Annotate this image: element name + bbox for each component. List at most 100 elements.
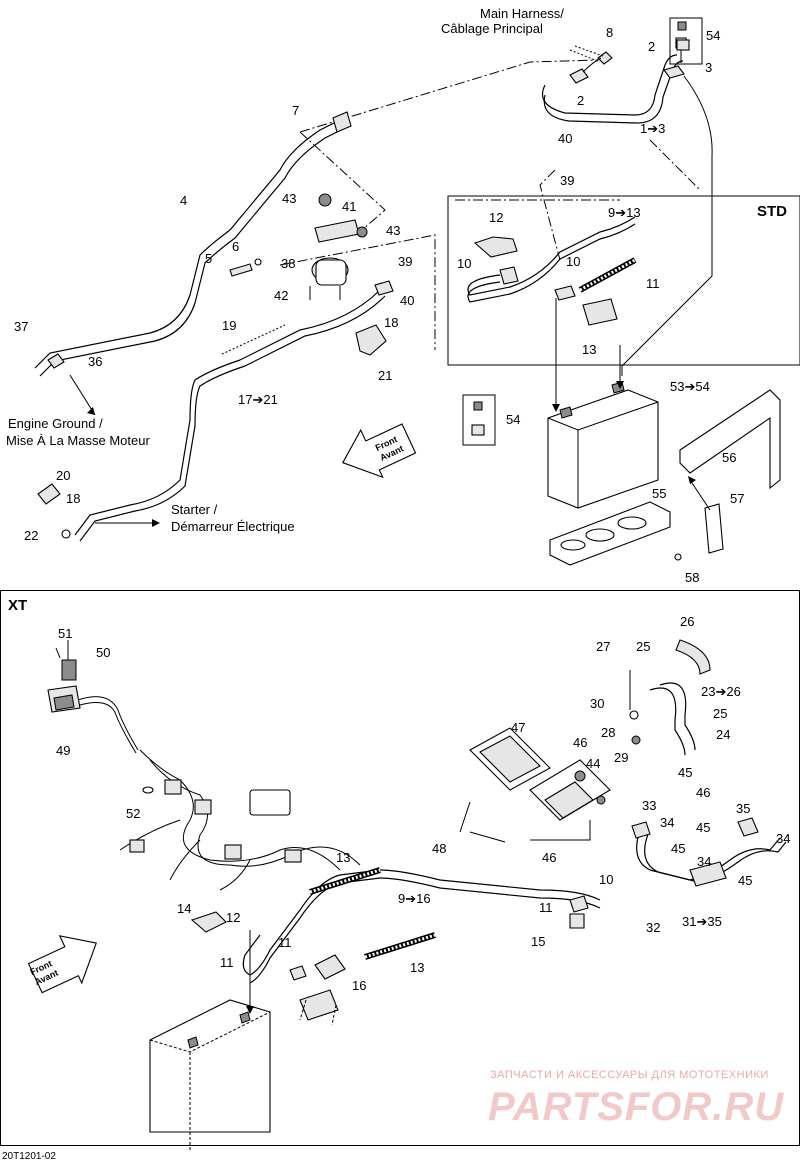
callout-parts-top-7: 40 bbox=[558, 131, 572, 146]
main-harness-label-en: Main Harness/ bbox=[480, 6, 564, 21]
callout-parts-top-25: 18 bbox=[384, 315, 398, 330]
callout-parts-top-16: 5 bbox=[205, 251, 212, 266]
callout-parts-xt-27: 13 bbox=[336, 850, 350, 865]
callout-parts-top-1: 2 bbox=[577, 93, 584, 108]
callout-parts-top-32: 54 bbox=[506, 412, 520, 427]
callout-parts-top-5: 1➔3 bbox=[640, 121, 665, 136]
callout-parts-top-14: 9➔13 bbox=[608, 205, 641, 220]
callout-parts-top-13: 12 bbox=[489, 210, 503, 225]
callout-parts-top-38: 22 bbox=[24, 528, 38, 543]
callout-parts-xt-15: 45 bbox=[678, 765, 692, 780]
callout-parts-xt-22: 45 bbox=[696, 820, 710, 835]
cable-4 bbox=[34, 119, 341, 369]
callout-parts-xt-10: 24 bbox=[716, 727, 730, 742]
callout-parts-xt-24: 48 bbox=[432, 841, 446, 856]
callout-parts-top-27: 37 bbox=[14, 319, 28, 334]
solenoid-bracket bbox=[314, 219, 360, 243]
std-callouts: Main Harness/ Câblage Principal 8 2 54 3… bbox=[6, 6, 744, 585]
callout-parts-top-6: 7 bbox=[292, 103, 299, 118]
boot-13 bbox=[582, 298, 618, 326]
callout-parts-top-11: 41 bbox=[342, 199, 356, 214]
callout-parts-xt-33: 11 bbox=[539, 900, 553, 915]
boot-15 bbox=[569, 913, 585, 929]
callout-parts-top-28: 36 bbox=[88, 354, 102, 369]
watermark: ЗАПЧАСТИ И АКСЕССУАРЫ ДЛЯ МОТОТЕХНИКИ PA… bbox=[488, 1069, 783, 1129]
engine-ground-label-fr: Mise À La Masse Moteur bbox=[6, 433, 150, 448]
callout-parts-top-3: 3 bbox=[705, 60, 712, 75]
drawing-code: 20T1201-02 bbox=[2, 1151, 56, 1162]
callout-parts-xt-19: 33 bbox=[642, 798, 656, 813]
relay-assembly bbox=[469, 727, 611, 841]
spring-11 bbox=[578, 257, 637, 293]
xt-section: XT bbox=[0, 590, 800, 1152]
watermark-line-1: ЗАПЧАСТИ И АКСЕССУАРЫ ДЛЯ МОТОТЕХНИКИ bbox=[490, 1069, 769, 1081]
callout-parts-top-36: 57 bbox=[730, 491, 744, 506]
callout-parts-xt-17: 46 bbox=[696, 785, 710, 800]
battery-std bbox=[547, 381, 659, 509]
callout-parts-xt-6: 23➔26 bbox=[701, 684, 741, 699]
main-harness-label-fr: Câblage Principal bbox=[441, 21, 543, 36]
callout-parts-top-17: 38 bbox=[281, 256, 295, 271]
callout-parts-xt-36: 31➔35 bbox=[682, 914, 722, 929]
callout-parts-top-26: 13 bbox=[582, 342, 596, 357]
callout-parts-top-21: 11 bbox=[646, 276, 660, 291]
boot-16 bbox=[314, 954, 346, 980]
std-section-label: STD bbox=[757, 203, 787, 220]
callout-parts-top-23: 40 bbox=[400, 293, 414, 308]
front-arrow-top: Front Avant bbox=[342, 423, 417, 479]
spring-19 bbox=[219, 323, 286, 357]
callout-parts-top-30: 17➔21 bbox=[238, 392, 278, 407]
callout-parts-xt-23: 34 bbox=[697, 854, 711, 869]
engine-ground-label-en: Engine Ground / bbox=[8, 416, 103, 431]
callout-parts-xt-39: 13 bbox=[410, 960, 424, 975]
callout-parts-xt-8: 25 bbox=[713, 706, 727, 721]
wiring-harness-xt bbox=[119, 749, 361, 891]
callout-parts-xt-0: 51 bbox=[58, 626, 72, 641]
callout-parts-top-34: 20 bbox=[56, 468, 70, 483]
starter-label-fr: Démarreur Électrique bbox=[171, 519, 295, 534]
callout-parts-xt-12: 47 bbox=[511, 720, 525, 735]
std-section: STD bbox=[34, 17, 800, 566]
callout-parts-xt-35: 32 bbox=[646, 920, 660, 935]
callout-parts-top-35: 18 bbox=[66, 491, 80, 506]
callout-parts-xt-29: 10 bbox=[599, 872, 613, 887]
callout-parts-xt-13: 46 bbox=[573, 735, 587, 750]
callout-parts-top-15: 6 bbox=[232, 239, 239, 254]
spring-13a bbox=[309, 867, 381, 895]
callout-parts-top-8: 39 bbox=[560, 173, 574, 188]
boot-12 bbox=[473, 236, 518, 258]
callout-parts-xt-30: 45 bbox=[738, 873, 752, 888]
callout-parts-xt-7: 30 bbox=[590, 696, 604, 711]
callout-parts-top-24: 19 bbox=[222, 318, 236, 333]
callout-parts-top-37: 55 bbox=[652, 486, 666, 501]
bracket-57 bbox=[704, 503, 724, 554]
boot-26 bbox=[675, 639, 711, 675]
callout-parts-top-10: 43 bbox=[282, 191, 296, 206]
callout-parts-xt-4: 27 bbox=[596, 639, 610, 654]
boot-14 bbox=[190, 911, 227, 933]
callout-parts-xt-20: 34 bbox=[660, 815, 674, 830]
callout-parts-xt-28: 9➔16 bbox=[398, 891, 431, 906]
harness-ref-line bbox=[299, 59, 599, 133]
callout-parts-xt-18: 35 bbox=[736, 801, 750, 816]
cable-17-21 bbox=[74, 289, 381, 536]
callout-parts-xt-1: 50 bbox=[96, 645, 110, 660]
callout-parts-xt-21: 34 bbox=[776, 831, 790, 846]
callout-parts-xt-37: 11 bbox=[220, 955, 234, 970]
callout-parts-xt-26: 45 bbox=[671, 841, 685, 856]
callout-parts-xt-34: 15 bbox=[531, 934, 545, 949]
callout-parts-xt-2: 49 bbox=[56, 743, 70, 758]
callout-parts-top-33: 56 bbox=[722, 450, 736, 465]
callout-parts-xt-14: 44 bbox=[586, 756, 600, 771]
callout-parts-top-29: 21 bbox=[378, 368, 392, 383]
callout-parts-xt-40: 16 bbox=[352, 978, 366, 993]
callout-parts-xt-3: 26 bbox=[680, 614, 694, 629]
cable-9-13 bbox=[467, 216, 636, 296]
callout-parts-top-18: 39 bbox=[398, 254, 412, 269]
kit-54-box bbox=[462, 394, 496, 446]
callout-parts-xt-32: 12 bbox=[226, 910, 240, 925]
starter-label-en: Starter / bbox=[171, 502, 218, 517]
xt-section-label: XT bbox=[8, 597, 27, 614]
front-arrow-xt: Front Avant bbox=[27, 935, 97, 994]
